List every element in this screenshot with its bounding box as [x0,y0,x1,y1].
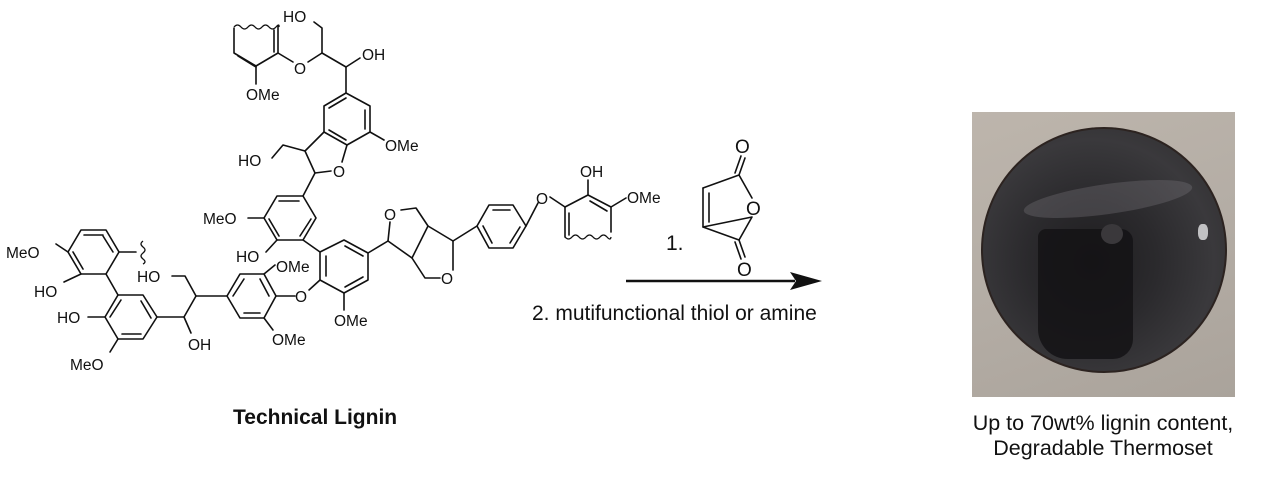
maleic-anhydride-structure: O O O [702,137,761,281]
label-oh: OH [580,164,603,181]
surface-blob [1101,224,1123,244]
label-ome: OMe [272,332,306,349]
label-ho: HO [283,9,306,26]
step1-label: 1. [666,232,684,255]
label-ome: OMe [334,313,368,330]
label-o: O [384,207,396,224]
label-o: O [295,289,307,306]
label-ome: OMe [246,87,280,104]
label-oh: OH [362,47,385,64]
label-o: O [737,260,752,281]
label-ome: OMe [627,190,661,207]
dark-region [1038,229,1133,359]
label-o: O [536,191,548,208]
glare-spot [1198,224,1208,240]
label-o: O [735,137,750,158]
label-ho: HO [236,249,259,266]
caption-line-2: Degradable Thermoset [993,436,1213,460]
product-caption: Up to 70wt% lignin content, Degradable T… [938,411,1268,461]
step2-conditions: 2. mutifunctional thiol or amine [532,302,817,325]
surface-reflection [1021,172,1195,226]
label-meo: MeO [203,211,237,228]
reaction-arrow [626,272,822,290]
label-meo: MeO [6,245,40,262]
starting-material-title: Technical Lignin [233,406,398,429]
label-ome: OMe [385,138,419,155]
label-ho: HO [34,284,57,301]
label-ome: OMe [276,259,310,276]
label-ho: HO [57,310,80,327]
label-ho: HO [238,153,261,170]
lignin-structure: OMe O HO OH OMe O HO MeO [6,9,661,374]
label-oh: OH [188,337,211,354]
thermoset-disk [981,127,1227,373]
label-o: O [333,164,345,181]
label-o: O [746,199,761,220]
label-ho: HO [137,269,160,286]
label-meo: MeO [70,357,104,374]
thermoset-photo [972,112,1235,397]
label-o: O [441,271,453,288]
label-o: O [294,61,306,78]
caption-line-1: Up to 70wt% lignin content, [972,411,1234,435]
